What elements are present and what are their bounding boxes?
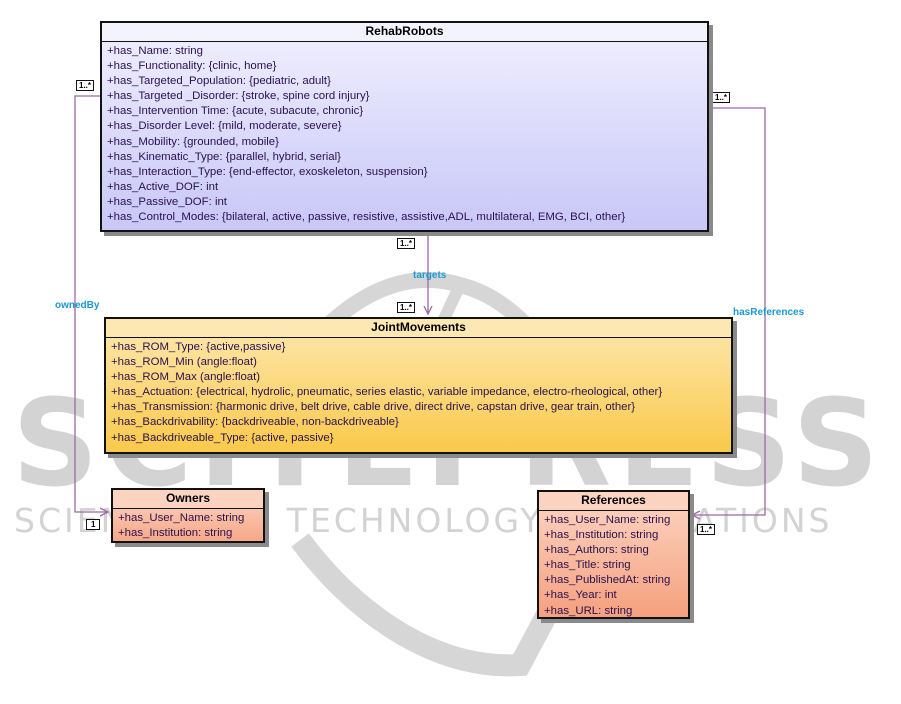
attribute: +has_Targeted_Population: {pediatric, ad… <box>107 75 331 88</box>
attribute: +has_User_Name: string <box>544 514 671 526</box>
has-references-label[interactable]: hasReferences <box>733 307 805 318</box>
attribute: +has_Interaction_Type: {end-effector, ex… <box>107 165 428 178</box>
attribute-list: +has_User_Name: string +has_Institution:… <box>539 511 688 621</box>
owned-by-source-multiplicity: 1..* <box>76 80 95 91</box>
attribute: +has_Backdriveable_Type: {active, passiv… <box>111 431 334 444</box>
attribute: +has_Disorder Level: {mild, moderate, se… <box>107 120 342 133</box>
owned-by-label[interactable]: ownedBy <box>55 300 100 311</box>
attribute: +has_PublishedAt: string <box>544 574 671 587</box>
class-name: References <box>539 492 688 511</box>
attribute: +has_Active_DOF: int <box>107 180 219 193</box>
targets-source-multiplicity: 1..* <box>397 238 416 249</box>
attribute-list: +has_User_Name: string +has_Institution:… <box>113 509 263 543</box>
attribute: +has_Institution: string <box>118 527 233 540</box>
targets-target-multiplicity: 1..* <box>397 302 416 313</box>
attribute: +has_ROM_Max (angle:float) <box>111 371 261 384</box>
attribute: +has_Targeted _Disorder: {stroke, spine … <box>107 90 370 103</box>
attribute: +has_Backdrivability: {backdriveable, no… <box>111 416 399 429</box>
attribute-list: +has_Name: string +has_Functionality: {c… <box>102 42 707 227</box>
attribute: +has_Mobility: {grounded, mobile} <box>107 135 279 148</box>
class-owners[interactable]: Owners +has_User_Name: string +has_Insti… <box>111 488 265 543</box>
attribute: +has_User_Name: string <box>118 512 245 524</box>
owned-by-line[interactable] <box>74 95 108 512</box>
owned-by-target-multiplicity: 1 <box>86 519 101 530</box>
attribute: +has_ROM_Type: {active,passive} <box>111 341 286 353</box>
class-name: RehabRobots <box>102 23 707 42</box>
attribute-list: +has_ROM_Type: {active,passive} +has_ROM… <box>106 338 731 448</box>
attribute: +has_Name: string <box>107 45 203 57</box>
attribute: +has_Year: int <box>544 589 617 602</box>
watermark-swoosh-2 <box>291 533 570 677</box>
attribute: +has_URL: string <box>544 604 633 617</box>
has-references-line[interactable] <box>692 107 766 515</box>
attribute: +has_Passive_DOF: int <box>107 195 227 208</box>
attribute: +has_Institution: string <box>544 529 659 542</box>
attribute: +has_Control_Modes: {bilateral, active, … <box>107 211 626 224</box>
targets-label[interactable]: targets <box>413 270 447 281</box>
class-joint-movements[interactable]: JointMovements +has_ROM_Type: {active,pa… <box>104 317 733 454</box>
class-name: JointMovements <box>106 319 731 338</box>
attribute: +has_Kinematic_Type: {parallel, hybrid, … <box>107 150 341 163</box>
class-name: Owners <box>113 490 263 509</box>
attribute: +has_Transmission: {harmonic drive, belt… <box>111 401 636 414</box>
attribute: +has_Title: string <box>544 559 631 572</box>
attribute: +has_Functionality: {clinic, home} <box>107 60 277 73</box>
attribute: +has_ROM_Min (angle:float) <box>111 356 257 369</box>
attribute: +has_Actuation: {electrical, hydrolic, p… <box>111 386 663 399</box>
has-references-target-multiplicity: 1..* <box>697 524 716 535</box>
has-references-source-multiplicity: 1..* <box>712 92 731 103</box>
class-references[interactable]: References +has_User_Name: string +has_I… <box>537 490 690 619</box>
attribute: +has_Intervention Time: {acute, subacute… <box>107 105 364 118</box>
class-rehab-robots[interactable]: RehabRobots +has_Name: string +has_Funct… <box>100 21 709 232</box>
attribute: +has_Authors: string <box>544 544 649 557</box>
